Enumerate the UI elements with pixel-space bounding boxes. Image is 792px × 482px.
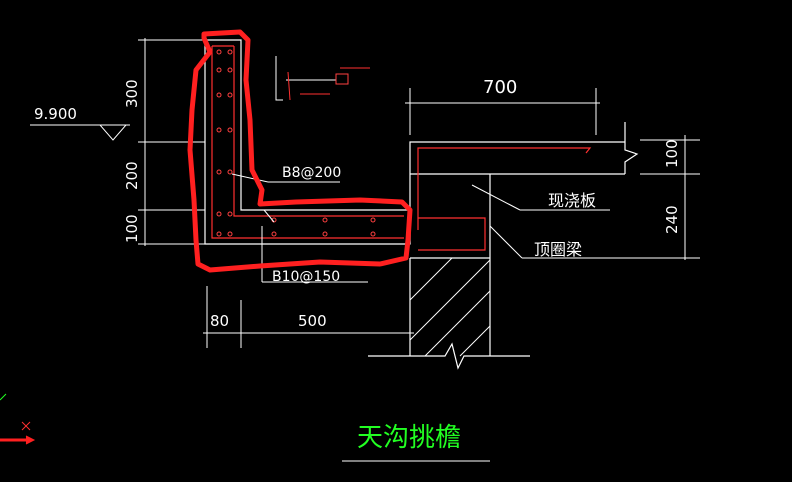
wall-hatch [409,257,491,357]
drawing-title: 天沟挑檐 [357,423,461,453]
dim-bottom-80: 80 [210,312,229,330]
elevation-label: 9.900 [34,105,77,123]
dim-right-100: 100 [663,139,681,168]
dim-bottom-500: 500 [298,312,327,330]
dim-left-300: 300 [123,79,141,108]
detail-symbol [275,56,349,101]
dim-right-240: 240 [663,205,681,234]
rebar-dots [216,49,376,237]
ucs-icon [0,393,36,445]
elevation-marker [30,124,130,141]
slab-label: 现浇板 [548,191,596,210]
leader-lines [231,173,610,283]
highlight-outline [187,29,413,273]
rebar-stirrup-label: B8@200 [282,165,341,181]
dimension-lines [138,38,700,462]
rebar-main-label: B10@150 [272,269,340,285]
rebar-lines [211,45,592,251]
detail-symbol-red [287,67,370,101]
dim-left-200: 200 [123,161,141,190]
ring-beam-label: 顶圈梁 [534,240,582,259]
dim-left-100: 100 [123,214,141,243]
dim-top-width: 700 [483,77,517,98]
